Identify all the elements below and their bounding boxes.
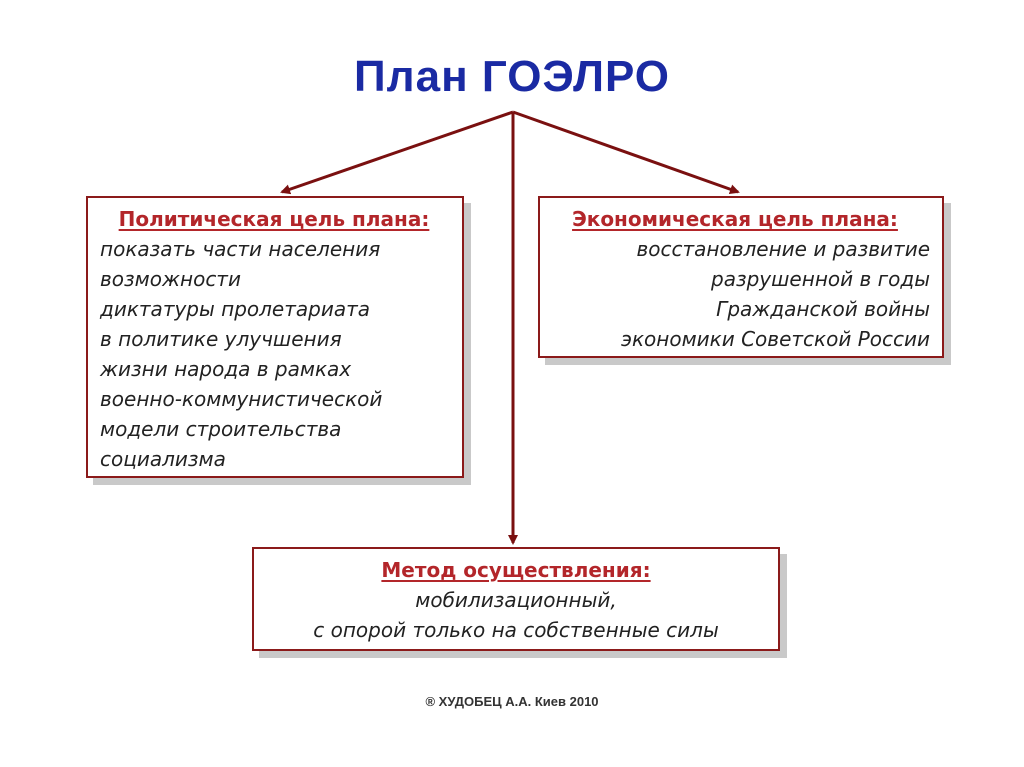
political-goal-line: социализма: [100, 447, 226, 471]
political-goal-line: диктатуры пролетариата: [100, 297, 370, 321]
method-line: с опорой только на собственные силы: [313, 618, 719, 642]
copyright-footer: ® ХУДОБЕЦ А.А. Киев 2010: [425, 694, 599, 709]
arrow-to-economic-goal: [512, 110, 740, 195]
political-goal-line: военно-коммунистической: [100, 387, 383, 411]
method-line: мобилизационный,: [415, 588, 617, 612]
economic-goal-line: восстановление и развитие: [636, 237, 930, 261]
political-goal-heading: Политическая цель плана:: [118, 207, 430, 231]
economic-goal-line: Гражданской войны: [716, 297, 930, 321]
economic-goal-heading: Экономическая цель плана:: [572, 207, 898, 231]
method-box: Метод осуществления: мобилизационный, с …: [252, 547, 780, 651]
political-goal-line: возможности: [100, 267, 241, 291]
economic-goal-box: Экономическая цель плана: восстановление…: [538, 196, 944, 358]
political-goal-line: показать части населения: [100, 237, 381, 261]
political-goal-line: в политике улучшения: [100, 327, 342, 351]
arrow-to-political-goal: [280, 110, 514, 195]
political-goal-line: модели строительства: [100, 417, 342, 441]
economic-goal-line: экономики Советской России: [620, 327, 930, 351]
political-goal-line: жизни народа в рамках: [100, 357, 352, 381]
political-goal-box: Политическая цель плана: показать части …: [86, 196, 464, 478]
economic-goal-line: разрушенной в годы: [711, 267, 930, 291]
diagram-title: План ГОЭЛРО: [354, 52, 670, 101]
method-heading: Метод осуществления:: [381, 558, 651, 582]
